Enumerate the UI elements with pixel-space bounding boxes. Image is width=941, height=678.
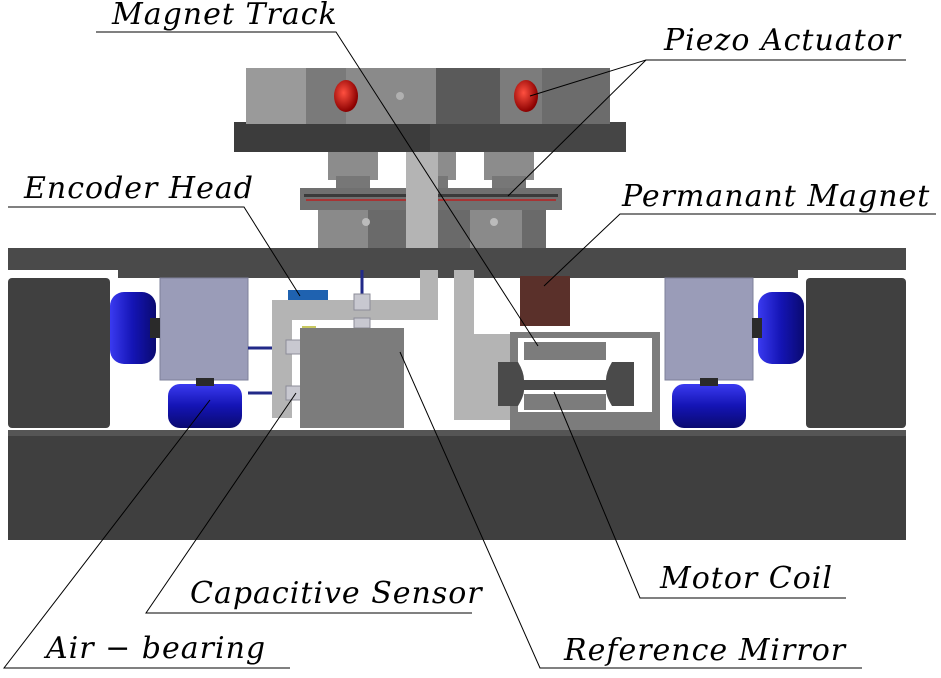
label-air-bearing: Air − bearing <box>46 631 267 666</box>
motor-coil <box>498 362 634 406</box>
reference-mirror-block <box>300 328 404 428</box>
piezo-actuator <box>334 80 538 112</box>
label-piezo-actuator: Piezo Actuator <box>664 23 902 58</box>
bearing-knob-left-side <box>110 292 160 364</box>
permanent-magnet <box>520 276 570 326</box>
air-bearing-pad-left <box>159 277 249 381</box>
air-bearing-pad-right <box>664 277 754 381</box>
side-block-right <box>806 278 906 428</box>
base-block <box>8 430 906 540</box>
bearing-knob-right-bottom <box>672 378 746 428</box>
top-plate <box>234 122 626 152</box>
top-housing <box>246 68 610 124</box>
label-permanent-magnet: Permanant Magnet <box>622 179 931 214</box>
leader-lines <box>2 31 936 669</box>
bearing-knob-left-bottom <box>168 378 242 428</box>
label-magnet-track: Magnet Track <box>112 0 338 32</box>
center-shaft <box>406 152 438 248</box>
side-block-left <box>8 278 110 428</box>
label-encoder-head: Encoder Head <box>24 171 254 206</box>
label-capacitive-sensor: Capacitive Sensor <box>190 576 483 611</box>
label-reference-mirror: Reference Mirror <box>564 633 847 668</box>
label-motor-coil: Motor Coil <box>660 561 833 596</box>
bearing-knob-right-side <box>752 292 804 364</box>
